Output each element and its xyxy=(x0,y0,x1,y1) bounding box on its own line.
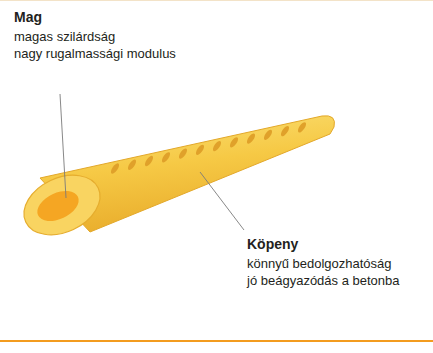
fiber-core xyxy=(33,185,84,227)
part-name: Köpeny xyxy=(247,236,298,253)
ridge xyxy=(126,158,137,171)
part-description: könnyű bedolgozhatóság xyxy=(247,256,392,272)
part-description: jó beágyazódás a betonba xyxy=(247,273,400,289)
ridge xyxy=(109,162,120,175)
part-description: nagy rugalmassági modulus xyxy=(14,46,176,62)
ridge xyxy=(160,151,171,164)
leader-line xyxy=(60,94,66,198)
ridge xyxy=(194,143,205,156)
fiber-ridges xyxy=(109,121,307,175)
part-description: magas szilárdság xyxy=(14,29,115,45)
leader-line xyxy=(200,172,244,230)
top-rule xyxy=(0,0,433,1)
ridge xyxy=(296,121,307,134)
ridge xyxy=(211,140,222,153)
ridge xyxy=(177,147,188,160)
ridge xyxy=(262,128,273,141)
bottom-rule xyxy=(0,340,433,342)
fiber-end-face xyxy=(14,164,109,247)
ridge xyxy=(143,155,154,168)
ridge xyxy=(228,136,239,149)
ridge xyxy=(279,125,290,138)
ridge xyxy=(245,132,256,145)
part-name: Mag xyxy=(14,9,42,26)
